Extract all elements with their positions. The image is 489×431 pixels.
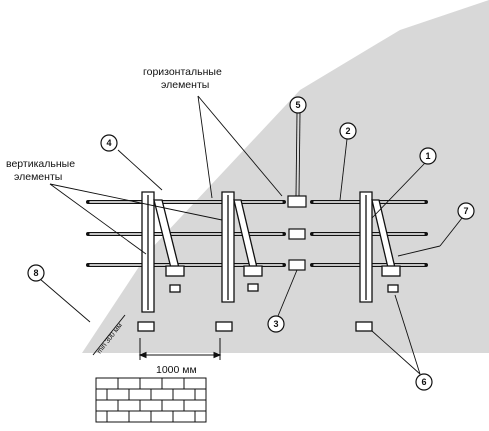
leader-lines [39, 95, 463, 375]
vertical-elements-label-line1: вертикальные [6, 158, 75, 170]
callout-2-number: 2 [345, 126, 350, 136]
callout-6: 6 [415, 373, 433, 391]
callout-7-number: 7 [463, 206, 468, 216]
callout-5: 5 [289, 96, 307, 114]
callout-3-number: 3 [273, 319, 278, 329]
callout-8: 8 [27, 264, 45, 282]
coupler-bottom [288, 259, 306, 271]
horizontal-elements-label-line2: элементы [161, 79, 209, 91]
rail-couplers [287, 195, 307, 271]
post-1 [137, 191, 185, 332]
callout-8-number: 8 [33, 268, 38, 278]
callout-1-number: 1 [425, 151, 430, 161]
spacing-dimension-label: 1000 мм [156, 364, 197, 376]
post-2 [215, 191, 263, 332]
callout-6-number: 6 [421, 377, 426, 387]
callout-1: 1 [419, 147, 437, 165]
callout-2: 2 [339, 122, 357, 140]
horizontal-elements-label-line1: горизонтальные [143, 66, 222, 78]
post-3 [355, 191, 401, 332]
spacing-dimension [138, 338, 222, 360]
callout-3: 3 [267, 315, 285, 333]
callout-4: 4 [100, 134, 118, 152]
callout-5-number: 5 [295, 100, 300, 110]
coupler-top [287, 195, 307, 208]
callout-4-number: 4 [106, 138, 111, 148]
vertical-elements-label-line2: элементы [14, 171, 62, 183]
coupler-mid [288, 228, 306, 240]
min-distance-dimension [92, 314, 126, 356]
brick-wall [95, 377, 207, 423]
callout-7: 7 [457, 202, 475, 220]
